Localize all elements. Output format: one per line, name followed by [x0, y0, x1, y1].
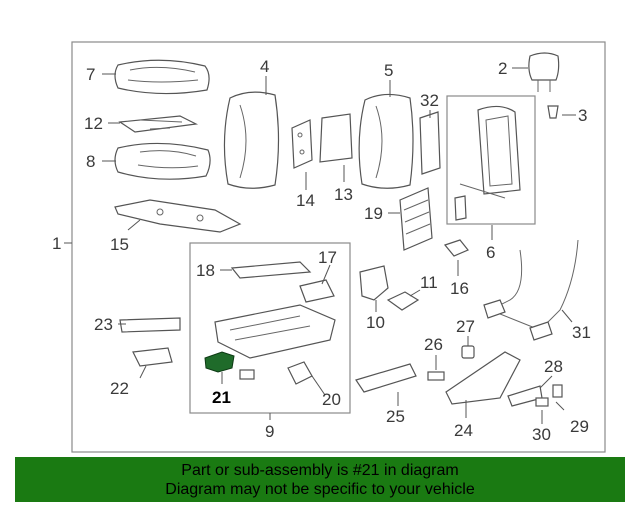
label-32: 32: [420, 91, 439, 110]
part-6-back-frame[interactable]: [454, 105, 521, 221]
label-4: 4: [260, 57, 269, 76]
label-24: 24: [454, 421, 473, 440]
label-2: 2: [498, 59, 507, 78]
label-18: 18: [196, 261, 215, 280]
label-21: 21: [212, 388, 231, 407]
part-2-headrest[interactable]: [528, 52, 560, 92]
part-29-clip[interactable]: [552, 384, 563, 398]
part-15-cushion-pan[interactable]: [114, 199, 242, 233]
label-22: 22: [110, 379, 129, 398]
label-17: 17: [318, 248, 337, 267]
label-9: 9: [265, 422, 274, 441]
label-7: 7: [86, 65, 95, 84]
part-27-knob[interactable]: [461, 345, 475, 359]
label-10: 10: [366, 313, 385, 332]
part-19-spring-mat[interactable]: [399, 187, 433, 251]
part-9-adjuster[interactable]: [214, 304, 336, 359]
label-27: 27: [456, 317, 475, 336]
label-14: 14: [296, 191, 315, 210]
banner-line-1: Part or sub-assembly is #21 in diagram: [181, 462, 459, 479]
label-30: 30: [532, 425, 551, 444]
label-19: 19: [364, 204, 383, 223]
part-16-bracket[interactable]: [443, 239, 469, 257]
parts-diagram: 7 12 8 15 1 4 5 32 2 3 14 13 19 6 16 18 …: [52, 41, 606, 453]
part-22-cover[interactable]: [132, 347, 173, 367]
part-24-side-shield[interactable]: [445, 351, 521, 405]
part-18-track[interactable]: [230, 261, 312, 279]
part-5-back-cover[interactable]: [358, 93, 414, 189]
label-29: 29: [570, 417, 589, 436]
label-23: 23: [94, 315, 113, 334]
part-32-side-trim[interactable]: [419, 111, 441, 175]
part-17-cover[interactable]: [299, 279, 335, 303]
part-26-switch[interactable]: [427, 371, 445, 381]
part-3-guide[interactable]: [547, 105, 559, 119]
label-6: 6: [486, 243, 495, 262]
part-small-clip: [239, 369, 255, 380]
part-31-harness[interactable]: [483, 239, 579, 341]
part-21-highlighted-motor[interactable]: [204, 351, 235, 373]
label-11: 11: [420, 273, 438, 292]
label-13: 13: [334, 185, 353, 204]
label-31: 31: [572, 323, 591, 342]
label-20: 20: [322, 390, 341, 409]
part-10-trim[interactable]: [359, 265, 389, 301]
part-25-trim[interactable]: [355, 363, 417, 393]
part-20-motor[interactable]: [287, 361, 313, 385]
info-banner: Part or sub-assembly is #21 in diagram D…: [15, 457, 625, 502]
banner-line-2: Diagram may not be specific to your vehi…: [165, 481, 475, 498]
label-12: 12: [84, 114, 103, 133]
label-5: 5: [384, 61, 393, 80]
label-28: 28: [544, 357, 563, 376]
label-26: 26: [424, 335, 443, 354]
part-8-cushion-cover[interactable]: [114, 142, 211, 180]
part-4-back-pad[interactable]: [223, 91, 280, 189]
part-23-rod[interactable]: [119, 317, 181, 333]
part-13-panel[interactable]: [319, 113, 353, 163]
leader-lines: [64, 67, 576, 424]
part-7-cushion-pad[interactable]: [114, 59, 210, 95]
label-25: 25: [386, 407, 405, 426]
label-3: 3: [578, 106, 587, 125]
part-11-trim[interactable]: [386, 291, 420, 311]
part-12-pad-insert[interactable]: [118, 115, 199, 133]
label-15: 15: [110, 235, 129, 254]
diagram-frame: [71, 41, 606, 453]
part-14-bracket[interactable]: [291, 119, 313, 169]
label-16: 16: [450, 279, 469, 298]
part-30-knob[interactable]: [535, 397, 549, 407]
frame-assembly-box: [446, 95, 536, 225]
label-1: 1: [52, 234, 61, 253]
label-8: 8: [86, 152, 95, 171]
